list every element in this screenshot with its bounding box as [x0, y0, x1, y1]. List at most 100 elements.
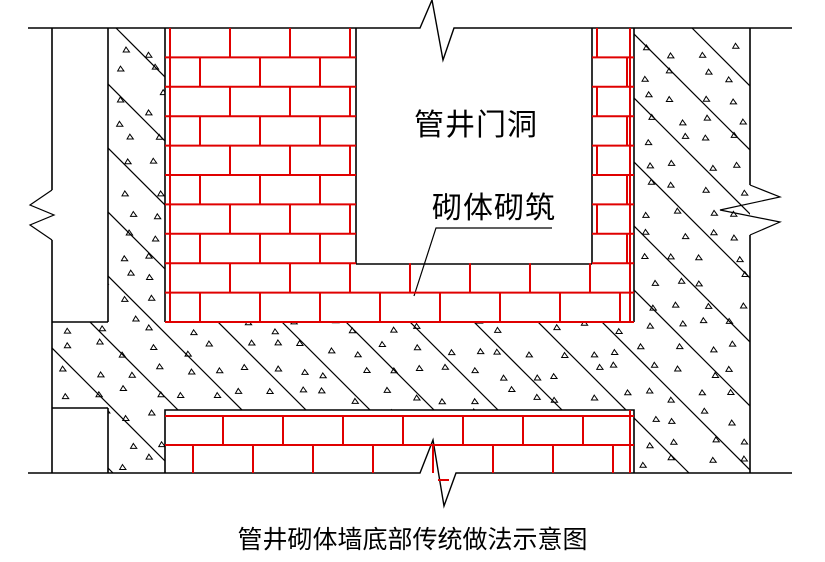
aggregate-mark [240, 363, 249, 370]
aggregate-mark [641, 228, 650, 235]
aggregate-mark [504, 71, 513, 78]
aggregate-mark [698, 388, 707, 396]
aggregate-mark [667, 453, 676, 461]
aggregate-mark [550, 396, 559, 403]
aggregate-mark [318, 157, 328, 164]
aggregate-mark [319, 371, 328, 379]
hatch-line [52, 28, 114, 473]
aggregate-mark [155, 362, 164, 370]
aggregate-mark [388, 456, 397, 463]
aggregate-mark [609, 361, 618, 368]
aggregate-mark [563, 224, 572, 231]
aggregate-mark [582, 67, 591, 74]
aggregate-mark [725, 365, 734, 372]
aggregate-mark [214, 94, 223, 102]
aggregate-mark [93, 144, 102, 152]
aggregate-mark [180, 189, 189, 196]
aggregate-mark [102, 407, 111, 414]
aggregate-mark [122, 46, 131, 53]
aggregate-mark [124, 157, 133, 165]
aggregate-mark [303, 415, 312, 422]
aggregate-mark [552, 85, 561, 92]
aggregate-mark [380, 281, 390, 289]
aggregate-mark [558, 178, 567, 185]
aggregate-mark [677, 277, 686, 284]
aggregate-mark [695, 280, 704, 287]
aggregate-mark [246, 167, 255, 174]
aggregate-mark [673, 365, 682, 372]
aggregate-mark [470, 397, 480, 405]
aggregate-mark [551, 163, 560, 171]
aggregate-mark [644, 90, 654, 98]
aggregate-mark [266, 167, 275, 174]
aggregate-mark [352, 299, 361, 306]
aggregate-mark [333, 466, 343, 473]
aggregate-mark [90, 113, 99, 120]
aggregate-mark [115, 120, 124, 127]
aggregate-mark [246, 181, 255, 189]
aggregate-mark [595, 435, 605, 442]
aggregate-mark [728, 419, 737, 426]
aggregate-mark [438, 91, 447, 99]
aggregate-mark [176, 391, 185, 399]
aggregate-mark [406, 45, 415, 52]
aggregate-mark [360, 185, 370, 192]
aggregate-mark [647, 178, 656, 185]
hatch-line [52, 28, 434, 473]
aggregate-mark [636, 342, 645, 350]
aggregate-mark [448, 75, 457, 82]
aggregate-mark [300, 41, 309, 48]
aggregate-mark [413, 85, 422, 93]
aggregate-mark [550, 293, 559, 301]
aggregate-mark [639, 461, 648, 468]
aggregate-mark [184, 350, 193, 357]
aggregate-mark [236, 465, 245, 472]
aggregate-mark [580, 204, 589, 211]
aggregate-mark [59, 200, 68, 207]
aggregate-mark [527, 453, 537, 460]
aggregate-mark [67, 182, 76, 189]
aggregate-mark [476, 347, 485, 355]
aggregate-mark [389, 326, 399, 333]
aggregate-mark [301, 368, 310, 375]
aggregate-mark [709, 346, 718, 353]
aggregate-mark [264, 213, 273, 220]
aggregate-mark [156, 190, 166, 197]
aggregate-mark [614, 86, 623, 93]
hatch-line [307, 28, 750, 473]
aggregate-mark [549, 372, 559, 380]
aggregate-mark [268, 42, 277, 49]
aggregate-mark [356, 96, 365, 104]
aggregate-mark [274, 339, 283, 346]
aggregate-mark [325, 68, 334, 75]
aggregate-mark [726, 388, 735, 396]
aggregate-mark [669, 438, 679, 445]
aggregate-mark [327, 347, 336, 354]
aggregate-mark [474, 246, 483, 253]
hatch-line [115, 28, 562, 473]
aggregate-mark [679, 319, 688, 327]
aggregate-mark [505, 271, 514, 279]
aggregate-mark [377, 204, 386, 211]
brick-masonry [165, 28, 634, 323]
aggregate-mark [149, 157, 158, 164]
hatch-line [52, 28, 178, 473]
aggregate-mark [119, 384, 128, 392]
aggregate-mark [406, 461, 416, 468]
aggregate-mark [207, 131, 216, 138]
aggregate-mark [241, 420, 251, 427]
aggregate-mark [260, 415, 270, 423]
aggregate-mark [736, 255, 745, 263]
aggregate-mark [187, 368, 196, 375]
aggregate-mark [710, 209, 719, 216]
hatch-line [499, 28, 750, 473]
aggregate-mark [129, 442, 138, 449]
aggregate-mark [491, 234, 500, 241]
aggregate-mark [99, 226, 108, 233]
aggregate-mark [347, 463, 357, 470]
aggregate-mark [730, 234, 739, 241]
aggregate-mark [740, 455, 749, 462]
aggregate-mark [533, 374, 542, 381]
wall-outlines [28, 0, 792, 509]
